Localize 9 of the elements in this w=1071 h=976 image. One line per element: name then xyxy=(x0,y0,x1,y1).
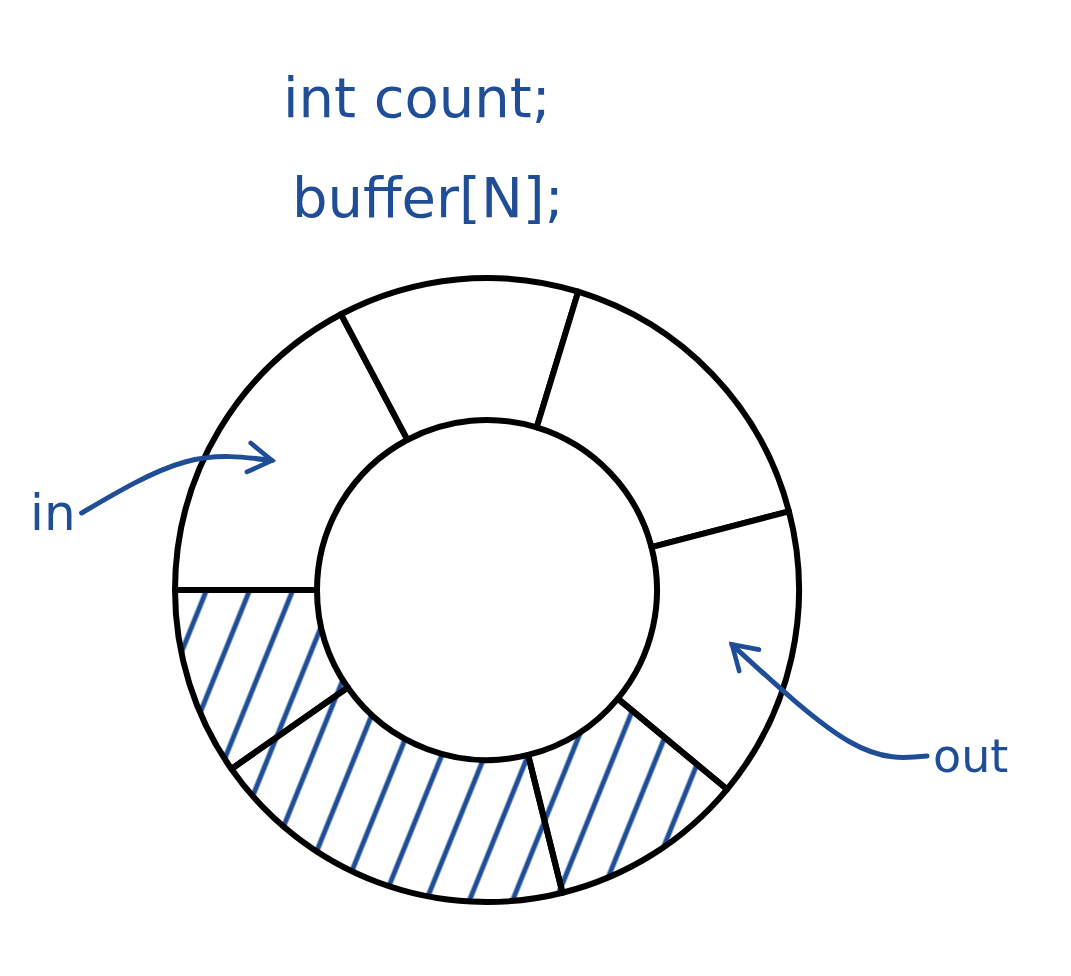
arrow xyxy=(729,642,930,760)
pointer-label: in xyxy=(30,488,76,538)
code-text: buffer[N]; xyxy=(292,170,564,226)
code-text: int count; xyxy=(283,70,551,126)
empty-buffer-slot xyxy=(614,508,802,793)
filled-buffer-slot xyxy=(172,587,351,772)
arrow xyxy=(79,440,275,516)
pointer-label: out xyxy=(933,733,1009,779)
empty-buffer-slot xyxy=(533,288,792,551)
